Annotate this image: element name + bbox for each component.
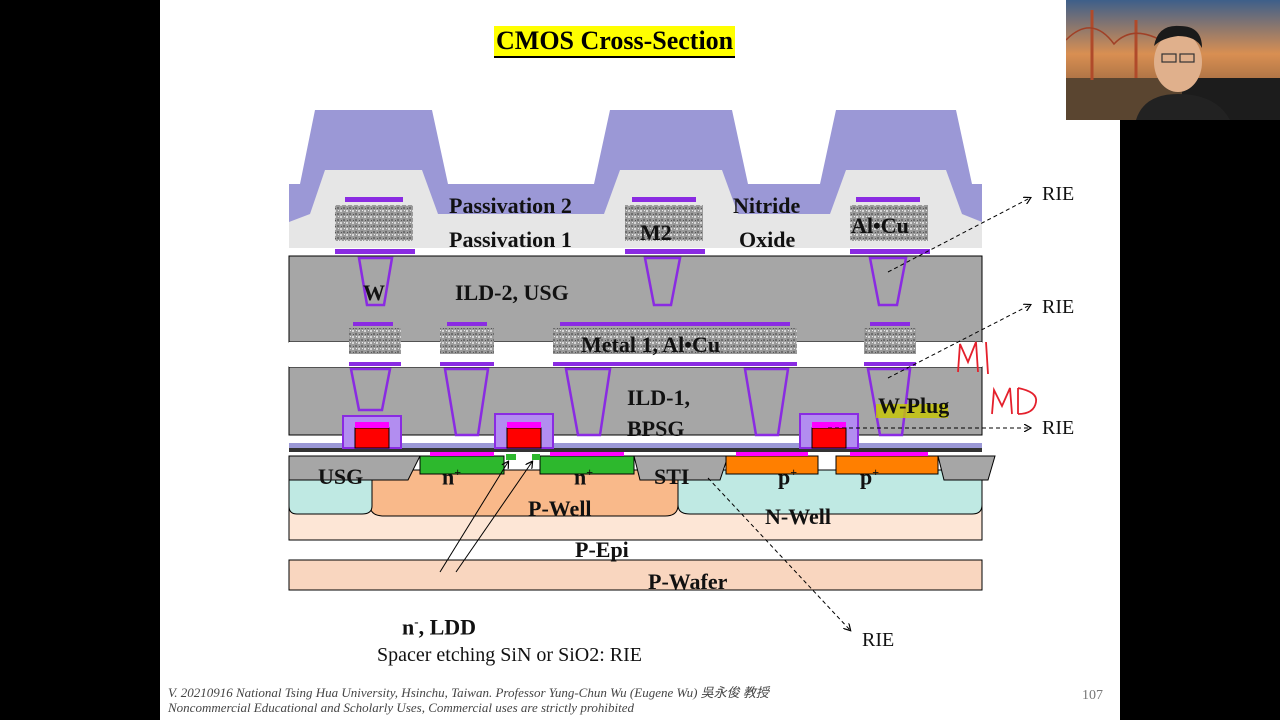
gate-middle [506, 427, 542, 449]
n-well-region [677, 469, 983, 515]
label-ild-1-line2: BPSG [627, 416, 685, 441]
right-isolation [937, 455, 996, 481]
footer-line-1: V. 20210916 National Tsing Hua Universit… [168, 685, 769, 700]
label-p-epi: P-Epi [575, 537, 629, 562]
metal-2-pad-right [850, 205, 928, 241]
label-w: W [363, 280, 385, 305]
label-rie-4: RIE [862, 629, 895, 651]
wplug-highlight [876, 404, 948, 418]
slide-title: CMOS Cross-Section [494, 26, 736, 58]
label-rie-3: RIE [1042, 417, 1075, 439]
label-p-plus-right: p+ [860, 464, 880, 490]
ild-2-layer [288, 255, 983, 343]
label-alcu: Al•Cu [851, 213, 909, 238]
usg-isolation [288, 455, 421, 481]
label-ldd: n-, LDD [402, 614, 477, 640]
label-oxide: Oxide [739, 227, 796, 252]
metal-2-pad-left [335, 205, 413, 241]
nitride-passivation [289, 110, 982, 222]
label-sti: STI [654, 464, 690, 489]
label-n-well: N-Well [765, 504, 831, 529]
webcam-video [1066, 0, 1280, 120]
webcam-image [1066, 0, 1280, 120]
label-rie-2: RIE [1042, 296, 1075, 318]
label-n-plus-right: n+ [574, 464, 594, 490]
label-p-plus-left: p+ [778, 464, 798, 490]
label-rie-1: RIE [1042, 183, 1075, 205]
label-passivation-2: Passivation 2 [449, 193, 572, 218]
label-m2: M2 [640, 220, 672, 245]
handwriting-annotation [957, 341, 1038, 415]
gate-right [811, 427, 847, 449]
label-spacer-etching: Spacer etching SiN or SiO2: RIE [377, 644, 642, 666]
label-w-plug: W-Plug [878, 393, 950, 418]
label-p-well: P-Well [528, 496, 592, 521]
left-well-region [288, 469, 373, 515]
label-usg: USG [318, 464, 364, 489]
label-metal-1: Metal 1, Al•Cu [581, 332, 721, 357]
n-plus-diffusion-left [419, 455, 505, 475]
sti-isolation [633, 455, 729, 481]
cmos-cross-section-diagram [288, 110, 1038, 720]
label-p-wafer: P-Wafer [648, 569, 728, 594]
p-wafer-layer [288, 559, 983, 591]
p-plus-diffusion-right [835, 455, 939, 475]
p-well-region [369, 469, 679, 517]
p-plus-diffusion-left [725, 455, 819, 475]
slide: CMOS Cross-Section [160, 0, 1120, 720]
label-ild-2: ILD-2, USG [455, 280, 569, 305]
metal-2-pad-middle [625, 205, 703, 241]
gate-left [354, 427, 390, 449]
page-number: 107 [1082, 688, 1103, 703]
label-passivation-1: Passivation 1 [449, 227, 572, 252]
label-n-plus-left: n+ [442, 464, 462, 490]
label-ild-1-line1: ILD-1, [627, 385, 690, 410]
label-nitride: Nitride [733, 193, 801, 218]
footer-line-2: Noncommercial Educational and Scholarly … [168, 700, 635, 715]
